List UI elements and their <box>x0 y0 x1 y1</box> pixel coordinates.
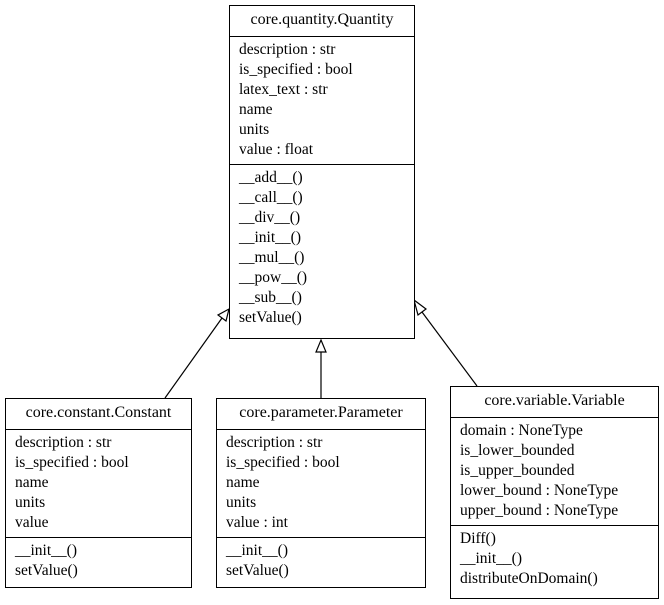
attribute: is_upper_bounded <box>460 462 575 479</box>
edge-variable-to-quantity <box>421 311 478 387</box>
attribute: name <box>239 101 273 118</box>
class-quantity-attributes: description : str is_specified : bool la… <box>230 36 414 164</box>
attribute: value : int <box>226 514 288 531</box>
method: __init__() <box>226 542 288 559</box>
class-parameter-attributes: description : str is_specified : bool na… <box>217 429 425 537</box>
method: __init__() <box>460 550 522 567</box>
edge-constant-arrowhead <box>216 307 230 323</box>
attribute: is_specified : bool <box>226 454 340 471</box>
attribute: description : str <box>239 41 336 58</box>
class-quantity-name: core.quantity.Quantity <box>250 11 394 28</box>
class-parameter-name: core.parameter.Parameter <box>239 404 403 421</box>
attribute: is_specified : bool <box>239 61 353 78</box>
method: __sub__() <box>239 289 302 306</box>
class-variable-methods: Diff() __init__() distributeOnDomain() <box>451 525 658 593</box>
method: __div__() <box>239 209 301 226</box>
class-variable: core.variable.Variable domain : NoneType… <box>450 386 659 599</box>
attribute: units <box>15 494 46 511</box>
attribute: description : str <box>15 434 112 451</box>
method: __call__() <box>239 189 303 206</box>
attribute: value : float <box>239 141 314 158</box>
class-parameter: core.parameter.Parameter description : s… <box>216 398 426 588</box>
method: Diff() <box>460 530 496 547</box>
attribute: description : str <box>226 434 323 451</box>
attribute: units <box>226 494 257 511</box>
class-variable-name: core.variable.Variable <box>484 392 625 409</box>
method: __pow__() <box>239 269 308 286</box>
attribute: name <box>15 474 49 491</box>
method: setValue() <box>15 562 78 579</box>
class-parameter-methods: __init__() setValue() <box>217 537 425 585</box>
method: setValue() <box>226 562 289 579</box>
method: setValue() <box>239 309 302 326</box>
class-quantity-methods: __add__() __call__() __div__() __init__(… <box>230 164 414 332</box>
class-constant: core.constant.Constant description : str… <box>5 398 192 588</box>
attribute: is_specified : bool <box>15 454 129 471</box>
method: __add__() <box>239 169 303 186</box>
attribute: units <box>239 121 270 138</box>
method: distributeOnDomain() <box>460 570 598 587</box>
edge-variable-arrowhead <box>412 298 427 317</box>
class-constant-methods: __init__() setValue() <box>6 537 191 585</box>
attribute: latex_text : str <box>239 81 328 98</box>
method: __init__() <box>15 542 77 559</box>
method: __mul__() <box>239 249 305 266</box>
class-variable-attributes: domain : NoneType is_lower_bounded is_up… <box>451 417 658 525</box>
attribute: upper_bound : NoneType <box>460 502 619 519</box>
method: __init__() <box>239 229 301 246</box>
edge-constant-to-quantity <box>164 317 223 399</box>
attribute: lower_bound : NoneType <box>460 482 619 499</box>
class-quantity: core.quantity.Quantity description : str… <box>229 5 415 339</box>
class-constant-attributes: description : str is_specified : bool na… <box>6 429 191 537</box>
edge-parameter-arrowhead <box>315 338 327 353</box>
attribute: value <box>15 514 49 531</box>
class-constant-name: core.constant.Constant <box>25 404 172 421</box>
attribute: name <box>226 474 260 491</box>
attribute: is_lower_bounded <box>460 442 575 459</box>
attribute: domain : NoneType <box>460 422 583 439</box>
